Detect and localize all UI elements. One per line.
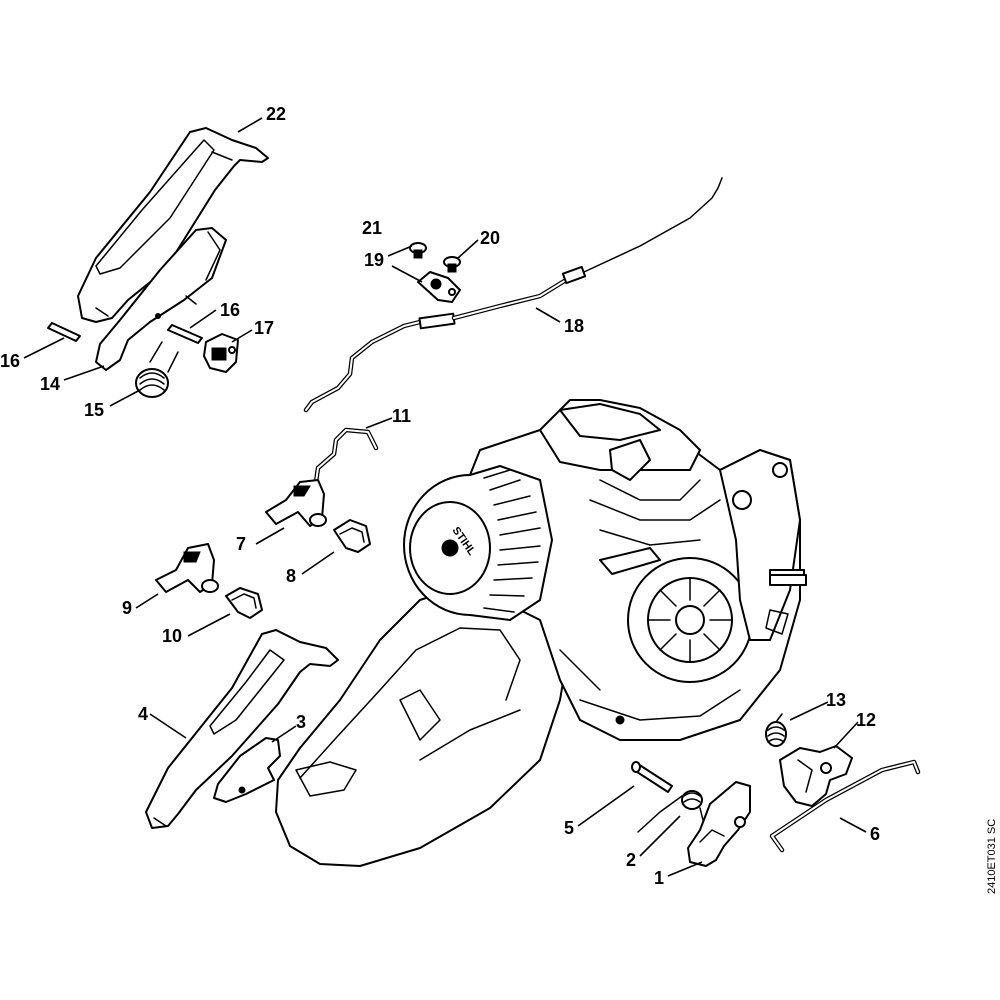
part-8-switch-spring: [333, 519, 371, 553]
callout-7: 7: [236, 534, 246, 554]
callout-2: 2: [626, 850, 636, 870]
callout-14: 14: [40, 374, 60, 394]
figure-reference-code: 2410ET031 SC: [986, 819, 998, 894]
part-14-handle-cover: [95, 227, 227, 371]
callout-6: 6: [870, 824, 880, 844]
callout-15: 15: [84, 400, 104, 420]
chainsaw-powerhead: STIHL: [275, 399, 807, 867]
callout-21: 21: [362, 218, 382, 238]
part-6-throttle-rod: [769, 759, 921, 853]
callout-8: 8: [286, 566, 296, 586]
part-13-lever-spring: [765, 713, 787, 747]
part-22-upper-handle-molding: [77, 127, 269, 323]
callout-16-left: 16: [0, 351, 20, 371]
callout-1: 1: [654, 868, 664, 888]
part-10-switch-spring: [225, 587, 263, 619]
callout-19: 19: [364, 250, 384, 270]
part-20-screw: [443, 256, 461, 273]
part-1-throttle-trigger: [687, 781, 751, 867]
part-4-rear-handle-molding: [145, 629, 339, 829]
part-12-interlock-lever: [779, 745, 853, 807]
callout-labels: 22 16 14 15 16 17 21 20 19 18 11 7 8 9 1…: [0, 104, 880, 888]
part-7-switch-shaft: [265, 479, 327, 527]
part-3-handle-molding: [213, 737, 281, 803]
leader-lines: [23, 117, 867, 877]
callout-11: 11: [392, 406, 411, 426]
callout-4: 4: [138, 704, 148, 724]
callout-20: 20: [480, 228, 500, 248]
part-9-switch-shaft: [155, 543, 219, 593]
callout-16-right: 16: [220, 300, 240, 320]
callout-18: 18: [564, 316, 584, 336]
part-16-roll-pin-left: [47, 322, 81, 342]
callout-22: 22: [266, 104, 286, 124]
callout-3: 3: [296, 712, 306, 732]
callout-13: 13: [826, 690, 846, 710]
part-15-torsion-spring: [135, 341, 179, 398]
part-5-pin: [631, 761, 673, 793]
callout-5: 5: [564, 818, 574, 838]
part-18-throttle-cable: [303, 177, 723, 413]
part-11-wire-clip: [313, 427, 379, 485]
part-17-bearing-block: [203, 333, 239, 373]
part-16-roll-pin-right: [167, 324, 203, 344]
callout-10: 10: [162, 626, 182, 646]
part-2-torsion-spring: [637, 790, 705, 833]
callout-9: 9: [122, 598, 132, 618]
callout-17: 17: [254, 318, 274, 338]
callout-12: 12: [856, 710, 876, 730]
part-19-cable-clamp: [417, 271, 461, 303]
part-21-screw: [409, 242, 427, 259]
